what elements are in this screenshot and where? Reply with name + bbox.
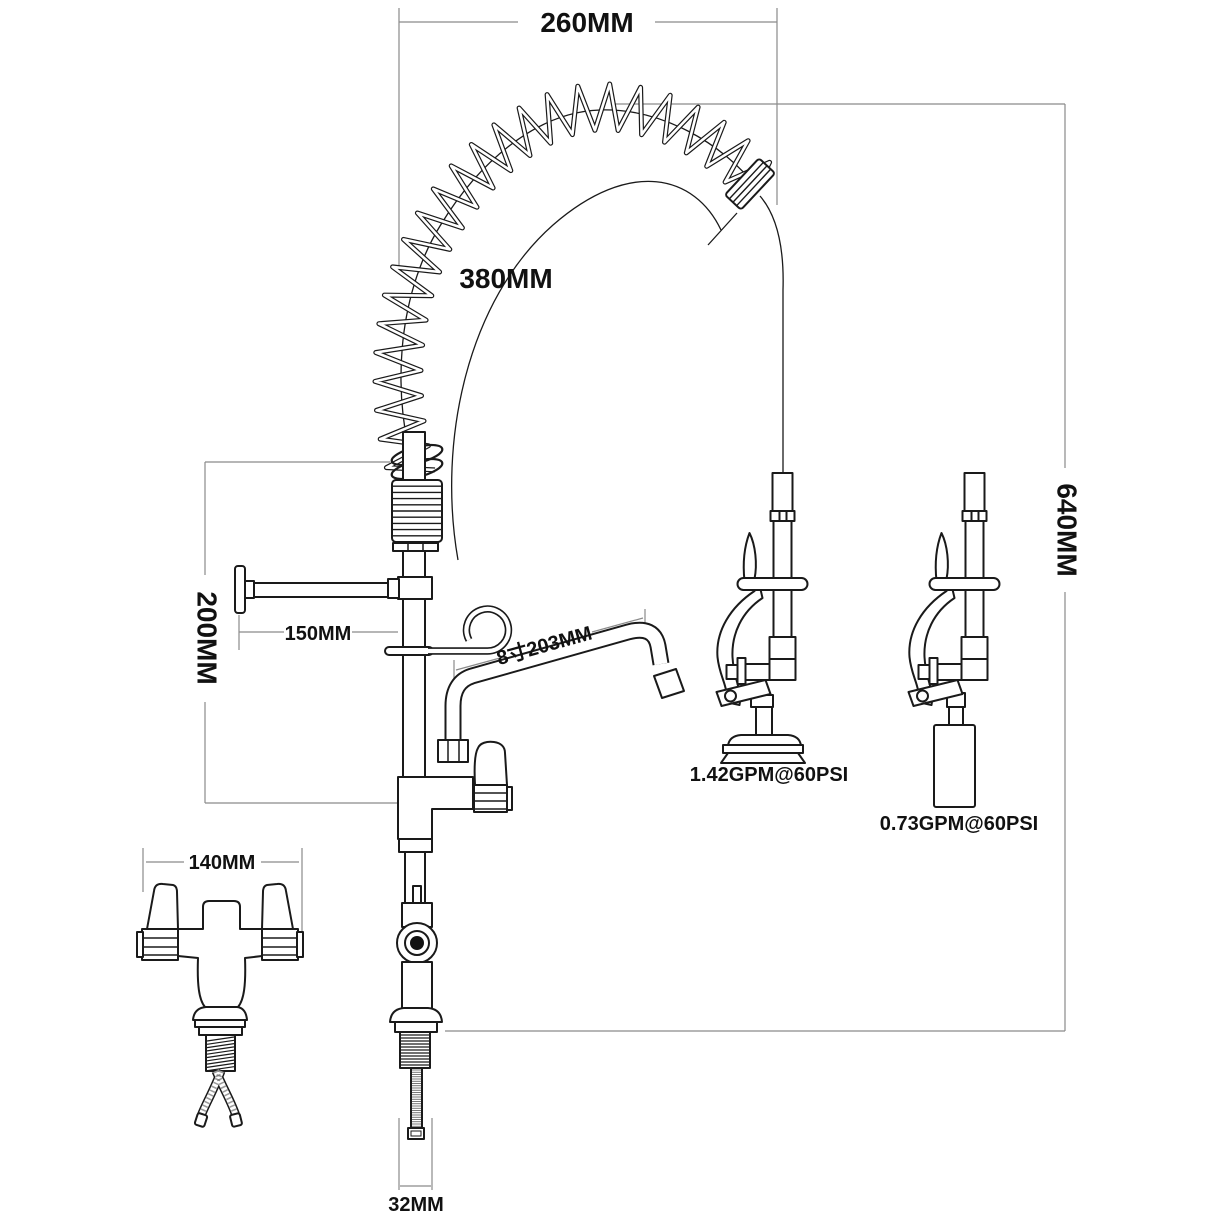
dimension-lines <box>142 8 1066 1190</box>
shank-threads <box>401 1034 429 1066</box>
spray-dome <box>727 734 802 747</box>
label-top-width: 260MM <box>540 7 633 38</box>
spout-nut <box>437 739 469 763</box>
body-block <box>397 776 474 840</box>
spray-base <box>720 752 806 764</box>
riser-top-tube <box>402 431 426 481</box>
hose-arc-reference <box>451 180 722 561</box>
riser-pipe-collar <box>387 578 400 599</box>
mixer-shank-threads <box>206 1036 235 1072</box>
lower-body <box>401 961 433 1010</box>
label-bracket-length: 150MM <box>285 623 352 645</box>
dual-handle-mixer <box>136 882 304 1128</box>
spout-handle-knob <box>473 740 508 786</box>
spray-valve-assembly <box>715 472 809 707</box>
bellows-ribs <box>393 485 441 537</box>
dimension-labels: 260MM 380MM 640MM 200MM 150MM 8寸203MM 14… <box>189 7 1083 1214</box>
left-knob <box>146 882 179 930</box>
jet-stem <box>948 706 964 726</box>
jet-cylinder <box>933 724 976 808</box>
label-jet-flow: 0.73GPM@60PSI <box>880 813 1038 835</box>
jet-valve-assembly <box>907 472 1001 707</box>
body-collar <box>398 838 433 853</box>
wall-bracket <box>234 565 389 614</box>
bracket-block <box>244 580 255 599</box>
swing-spout <box>437 621 685 763</box>
bracket-flange <box>234 565 246 614</box>
spray-tray <box>722 744 804 754</box>
arc-end-tick <box>707 212 738 246</box>
hose-end-right <box>229 1112 243 1128</box>
spray-stem <box>755 706 773 736</box>
mixer-tee-body <box>177 900 263 1008</box>
mount-nut <box>394 1021 438 1033</box>
mixer-flange <box>192 1006 248 1021</box>
deck-flange <box>389 1007 443 1023</box>
spray-holder-hook <box>428 605 513 655</box>
right-knob <box>261 882 294 930</box>
mixer-flange-rim <box>194 1019 246 1028</box>
handle-skirt-plate <box>506 786 513 811</box>
mixer-supply-hoses <box>193 1069 243 1128</box>
handle-skirt <box>473 784 508 813</box>
flexible-hose-line <box>759 195 784 473</box>
riser-ledge <box>384 646 434 656</box>
hose-end-left <box>193 1112 209 1128</box>
spring-zigzag-outline <box>372 81 773 473</box>
coiled-spring-hose <box>372 81 773 477</box>
label-handle-width: 140MM <box>189 852 256 874</box>
label-spray-flow: 1.42GPM@60PSI <box>690 764 848 786</box>
supply-hose-braid <box>412 1069 421 1127</box>
riser-cross-fitting <box>397 576 433 600</box>
label-shank-width: 32MM <box>388 1194 444 1214</box>
check-valve-port <box>410 936 424 950</box>
main-riser <box>384 431 443 783</box>
faucet-body <box>389 740 513 1140</box>
right-cap-plate <box>296 931 304 958</box>
bracket-pipe <box>253 582 389 598</box>
label-hose-arch: 380MM <box>459 263 552 294</box>
jet-nozzle <box>933 692 976 808</box>
spring-zigzag-core <box>373 82 771 472</box>
spout-nozzle-tip <box>653 668 685 699</box>
left-cap-plate <box>136 931 144 958</box>
label-riser-height: 200MM <box>192 591 223 684</box>
label-overall-height: 640MM <box>1052 483 1083 576</box>
bellows-nut <box>392 542 439 552</box>
hose-end-fitting <box>725 158 775 210</box>
spray-face <box>720 694 806 764</box>
mixer-nut <box>198 1026 243 1036</box>
